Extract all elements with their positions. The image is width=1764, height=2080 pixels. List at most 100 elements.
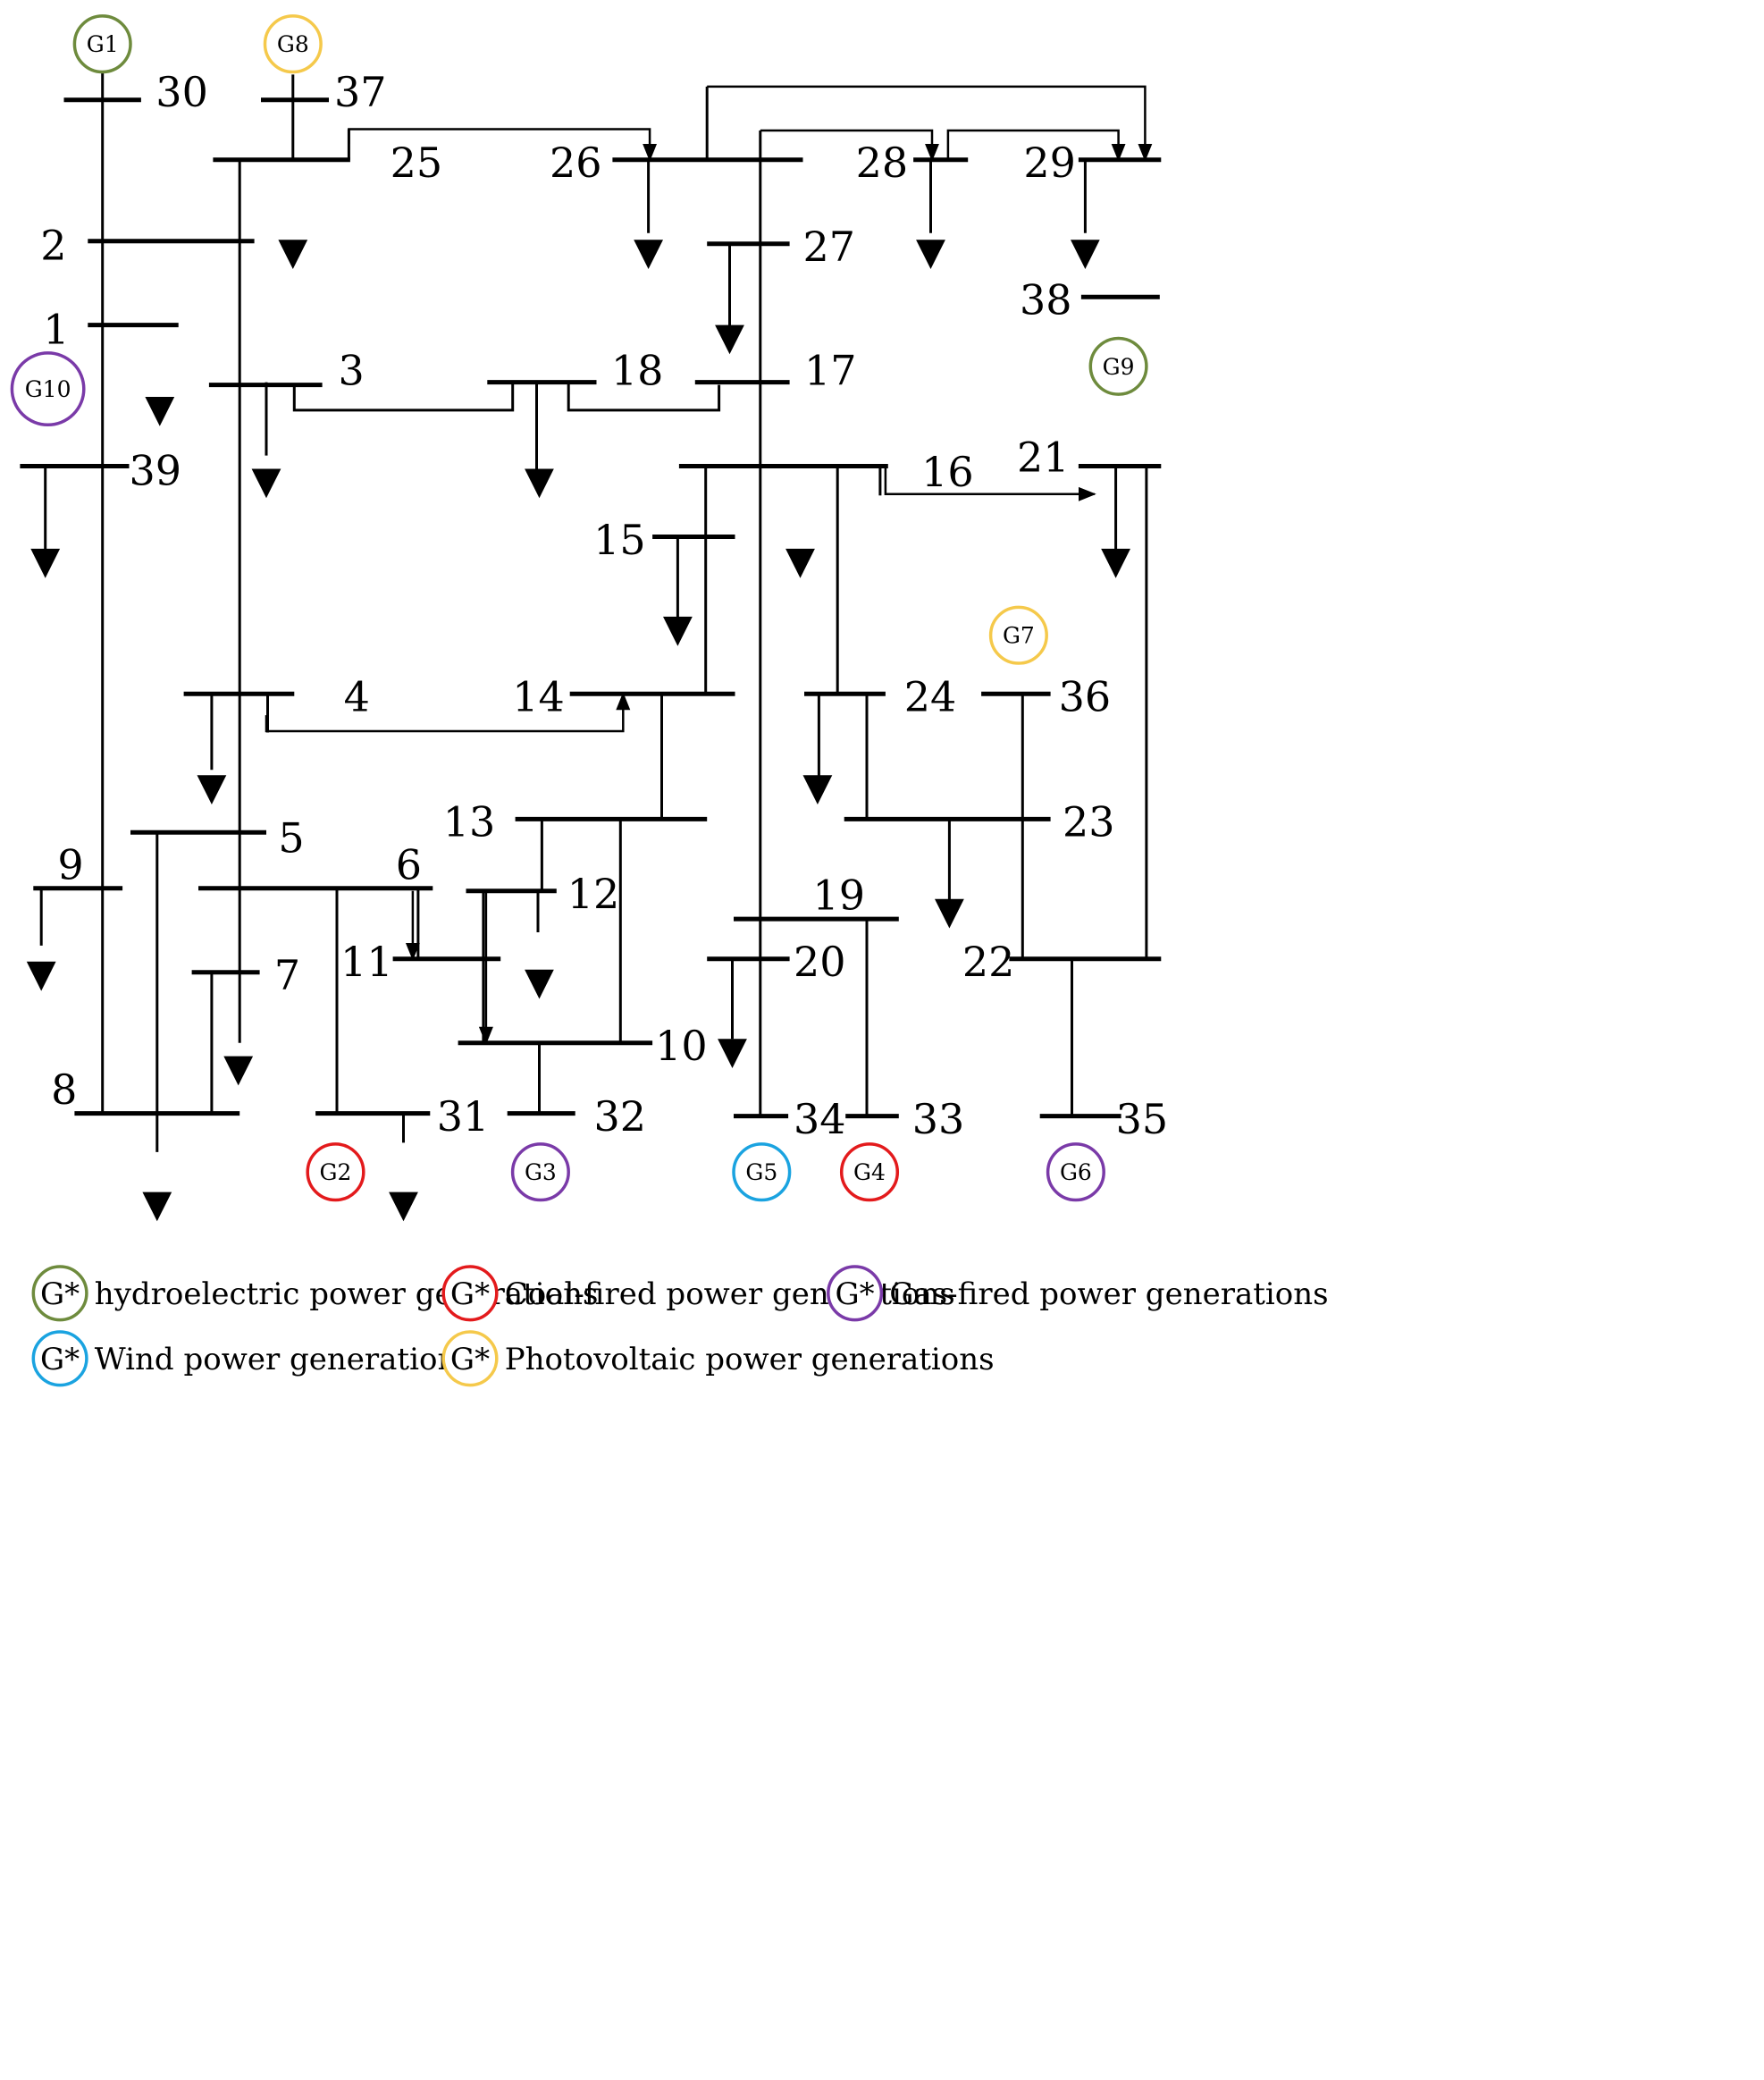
load-5: [145, 397, 175, 426]
bus-label-15: 15: [593, 516, 646, 564]
bus-label-27: 27: [803, 223, 856, 271]
branch-arrows: [265, 85, 1153, 1045]
load-7: [251, 468, 281, 499]
generator-circle-g3: [510, 1142, 570, 1202]
generator-g7: G7: [988, 605, 1048, 665]
legend-label-5: Photovoltaic power generations: [505, 1342, 995, 1377]
bus-label-21: 21: [1017, 434, 1070, 482]
load-20: [142, 1192, 172, 1222]
legend-label-1: hydroelectric power generations: [95, 1276, 599, 1312]
load-4: [1071, 240, 1100, 269]
legend-symbol-4: G*: [40, 1342, 80, 1377]
bus-label-28: 28: [856, 139, 909, 187]
generator-label-g3: G3: [525, 1159, 557, 1185]
bus-label-20: 20: [794, 938, 846, 986]
bus-label-30: 30: [155, 68, 208, 116]
generator-circle-g2: [306, 1142, 365, 1202]
connector-arrow-1: [348, 128, 658, 162]
load-9: [30, 548, 61, 578]
bus-bars: [20, 97, 1162, 1119]
legend-circle-5: [441, 1330, 499, 1387]
legend-item-4: G* Wind power generations: [31, 1330, 473, 1387]
generator-label-g9: G9: [1103, 354, 1135, 380]
generator-circle-g7: [988, 605, 1048, 665]
generator-g8: G8: [263, 14, 323, 74]
bus-label-26: 26: [550, 139, 602, 187]
bus-label-3: 3: [339, 347, 365, 395]
legend-label-3: Gas-fired power generations: [889, 1276, 1328, 1312]
load-3: [916, 240, 945, 269]
generator-circle-g4: [839, 1142, 900, 1202]
load-12: [1101, 548, 1130, 578]
legend-item-1: G*hydroelectric power generations: [31, 1265, 599, 1322]
generator-g3: G3: [510, 1142, 570, 1202]
bus-label-23: 23: [1063, 798, 1115, 846]
legend-symbol-1: G*: [40, 1276, 80, 1312]
bus-label-34: 34: [794, 1095, 846, 1143]
load-14: [802, 775, 833, 804]
load-symbols: [26, 240, 1130, 1222]
bus-label-2: 2: [40, 222, 66, 270]
load-10: [663, 616, 693, 646]
generator-g9: G9: [1088, 336, 1148, 396]
generator-label-g8: G8: [277, 31, 309, 57]
generator-label-g5: G5: [745, 1159, 777, 1185]
load-19: [223, 1056, 254, 1086]
generator-label-g2: G2: [320, 1159, 352, 1185]
bus-label-13: 13: [443, 798, 496, 846]
load-6: [715, 324, 744, 355]
bus-label-10: 10: [655, 1022, 708, 1070]
load-16: [26, 961, 56, 991]
legend-circle-4: [31, 1330, 88, 1387]
legend-symbol-2: G*: [450, 1276, 490, 1312]
load-1: [278, 240, 308, 269]
legend-label-2: Coal-fired power generations: [505, 1276, 955, 1312]
bus-label-4: 4: [344, 673, 370, 721]
bus-label-22: 22: [962, 938, 1015, 986]
generator-g10: G10: [10, 351, 86, 427]
legend-label-4: Wind power generations: [95, 1342, 473, 1377]
generator-label-g4: G4: [853, 1159, 886, 1185]
bus-label-24: 24: [904, 673, 957, 721]
branch-line-5: [292, 382, 515, 412]
generator-circle-g5: [732, 1142, 792, 1202]
bus-label-5: 5: [278, 814, 304, 863]
generator-label-g10: G10: [25, 376, 71, 402]
bus-label-11: 11: [340, 938, 393, 986]
generator-circle-g6: [1046, 1142, 1105, 1202]
legend-item-5: G*Photovoltaic power generations: [441, 1330, 995, 1387]
bus-label-35: 35: [1116, 1095, 1169, 1143]
legend-circle-1: [31, 1265, 88, 1322]
load-18: [718, 1039, 747, 1068]
generator-circle-g10: [10, 351, 86, 427]
generator-g5: G5: [732, 1142, 792, 1202]
bus-label-16: 16: [921, 448, 974, 496]
load-15: [935, 898, 964, 929]
bus-label-1: 1: [43, 305, 69, 353]
bus-label-25: 25: [391, 139, 443, 187]
bus-label-19: 19: [812, 872, 865, 920]
legend: G*hydroelectric power generationsG*Coal-…: [31, 1265, 1329, 1387]
load-21: [389, 1192, 418, 1222]
generator-circle-g8: [263, 14, 323, 74]
load-2: [634, 240, 663, 269]
load-17: [525, 969, 554, 999]
bus-label-6: 6: [396, 840, 422, 888]
bus-label-36: 36: [1059, 673, 1112, 721]
bus-label-18: 18: [611, 347, 664, 395]
bus-label-8: 8: [51, 1065, 77, 1114]
legend-symbol-3: G*: [836, 1276, 875, 1312]
generator-g6: G6: [1046, 1142, 1105, 1202]
load-13: [197, 775, 227, 804]
branch-line-6: [567, 382, 721, 412]
load-8: [525, 468, 554, 499]
bus-label-39: 39: [130, 446, 182, 494]
bus-label-38: 38: [1020, 276, 1072, 324]
branch-lines: [39, 44, 1148, 1152]
generator-g1: G1: [72, 14, 132, 74]
bus-label-12: 12: [567, 870, 620, 918]
generator-label-g6: G6: [1060, 1159, 1092, 1185]
generator-g4: G4: [839, 1142, 900, 1202]
bus-label-17: 17: [804, 347, 857, 395]
